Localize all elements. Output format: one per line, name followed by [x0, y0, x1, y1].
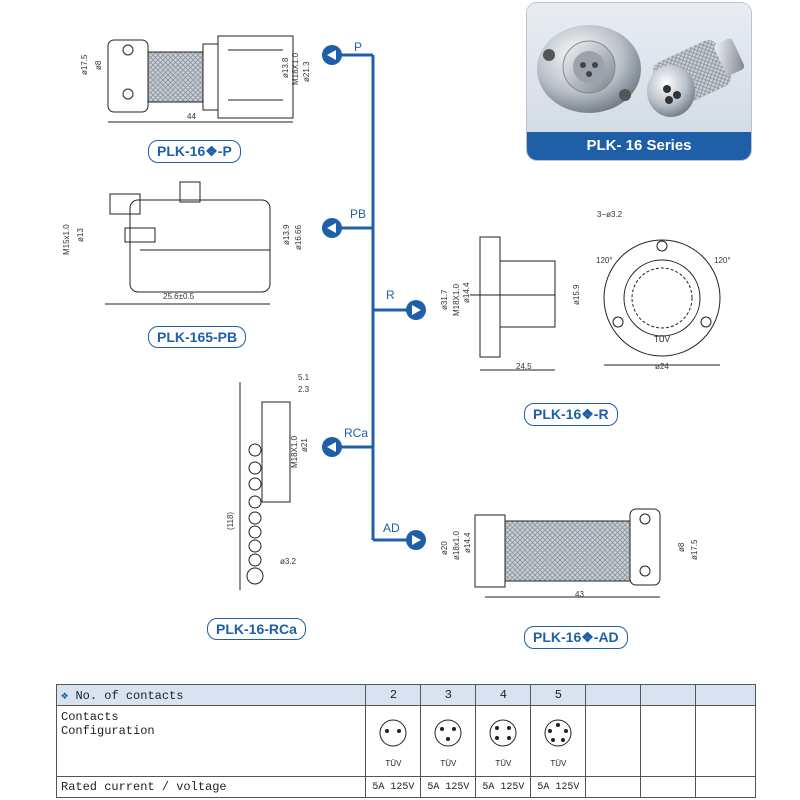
config-label-cell: Contacts Configuration	[55, 705, 367, 777]
rating-cell: 5A 125V	[420, 776, 477, 798]
tag-plk16-r: PLK-16❖-R	[524, 403, 618, 426]
count-cell: 2	[365, 684, 422, 706]
connector-photo	[537, 25, 745, 117]
branch-label-rca: RCa	[344, 426, 369, 440]
table-header-row: ❖ No. of contacts 2 3 4 5	[55, 684, 756, 706]
header-label: No. of contacts	[75, 688, 184, 703]
branch-label-r: R	[386, 288, 395, 302]
config-label-1: Contacts	[61, 710, 119, 724]
pin-diagram-5: TÜV	[530, 705, 587, 777]
count-cell: 5	[530, 684, 587, 706]
rating-cell: 5A 125V	[475, 776, 532, 798]
tuv-mark-icon: TÜV	[495, 758, 512, 768]
pin-diagram-4: TÜV	[475, 705, 532, 777]
tag-plk16-ad: PLK-16❖-AD	[524, 626, 628, 649]
series-title: PLK- 16 Series	[527, 132, 751, 160]
rating-cell: 5A 125V	[530, 776, 587, 798]
drawing-pb	[105, 181, 271, 305]
pin-diagram-2: TÜV	[365, 705, 422, 777]
rating-label: Rated current / voltage	[55, 776, 367, 798]
drawing-rca	[239, 382, 291, 590]
count-cell	[695, 684, 756, 706]
drawing-ad	[474, 508, 661, 598]
count-cell	[640, 684, 697, 706]
empty-cell	[585, 705, 642, 777]
drawing-r	[470, 236, 556, 371]
table-row-rating: Rated current / voltage 5A 125V 5A 125V …	[55, 776, 756, 798]
drawing-r-front: TÜV	[603, 239, 721, 366]
rating-cell	[585, 776, 642, 798]
header-label-cell: ❖ No. of contacts	[55, 684, 367, 706]
svg-text:TÜV: TÜV	[654, 335, 671, 344]
rating-cell	[695, 776, 756, 798]
tuv-mark-icon: TÜV	[440, 758, 457, 768]
rating-cell	[640, 776, 697, 798]
diamond-bullet-icon: ❖	[61, 688, 69, 703]
series-card: PLK- 16 Series	[527, 3, 751, 160]
spec-table: ❖ No. of contacts 2 3 4 5 Contacts Confi…	[55, 684, 756, 798]
tuv-mark-icon: TÜV	[550, 758, 567, 768]
rating-cell: 5A 125V	[365, 776, 422, 798]
series-tree	[322, 45, 426, 550]
config-label-2: Configuration	[61, 724, 155, 738]
tag-plk165-pb: PLK-165-PB	[148, 326, 247, 348]
tag-plk16-p: PLK-16❖-P	[148, 140, 241, 163]
branch-label-pb: PB	[350, 207, 367, 221]
tuv-mark-icon: TÜV	[385, 758, 402, 768]
branch-label-p: P	[354, 40, 363, 54]
table-row-config: Contacts Configuration TÜV TÜV TÜV TÜV	[55, 705, 756, 777]
tag-plk16-rca: PLK-16-RCa	[207, 618, 306, 640]
pin-diagram-3: TÜV	[420, 705, 477, 777]
drawing-p	[107, 35, 294, 123]
empty-cell	[695, 705, 756, 777]
count-cell: 4	[475, 684, 532, 706]
count-cell	[585, 684, 642, 706]
count-cell: 3	[420, 684, 477, 706]
branch-label-ad: AD	[383, 521, 400, 535]
empty-cell	[640, 705, 697, 777]
arrow-right-icon	[322, 45, 426, 550]
